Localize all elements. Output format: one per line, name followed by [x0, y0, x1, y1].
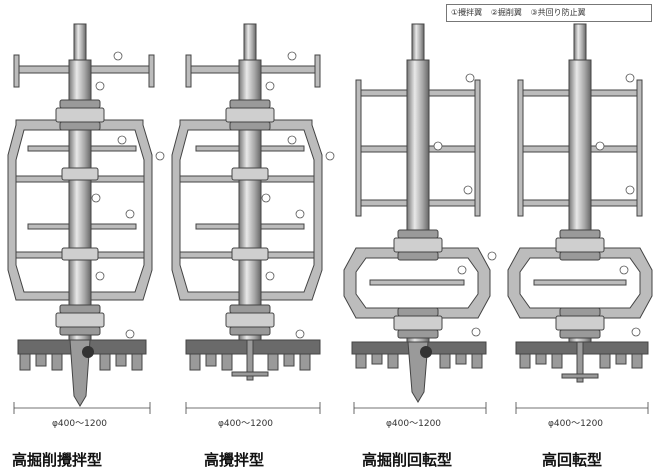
caption-high-rotation: 高回転型 [542, 451, 603, 469]
drilling-tooth [51, 353, 63, 371]
diagram-high-drilling-stirring: φ400～1200 [7, 23, 165, 429]
drilling-tooth [455, 353, 467, 365]
stirring-arm-tip [185, 54, 192, 88]
drilling-tooth [439, 353, 451, 369]
flange [55, 312, 105, 328]
shaft-top [573, 23, 587, 63]
flange [559, 307, 601, 317]
drilling-tooth [131, 353, 143, 371]
stirring-arm-tip [13, 54, 20, 88]
drilling-tooth [189, 353, 201, 371]
flange [559, 229, 601, 239]
drilling-tooth [387, 353, 399, 369]
stirring-arm-tip [314, 54, 321, 88]
drilling-tooth [283, 353, 295, 367]
shaft-top [243, 23, 257, 63]
flange [229, 304, 271, 314]
drilling-tooth [535, 353, 547, 365]
flange [225, 312, 275, 328]
legend-item-drilling-blade: ②掘削翼 [490, 8, 522, 17]
flange [393, 237, 443, 253]
drilling-tooth [35, 353, 47, 367]
dimension-label: φ400～1200 [52, 419, 107, 429]
drilling-tooth [551, 353, 563, 369]
shaft-top [411, 23, 425, 63]
flange [59, 326, 101, 336]
stirring-arm [533, 279, 627, 286]
flange [59, 121, 101, 131]
shaft-top [73, 23, 87, 63]
legend-item-stirring-blade: ①攪拌翼 [451, 8, 483, 17]
flange [559, 251, 601, 261]
legend-box: ①攪拌翼 ②掘削翼 ③共回り防止翼 [446, 4, 652, 22]
drilling-tooth [299, 353, 311, 371]
arm-tip [474, 79, 481, 217]
flange [397, 229, 439, 239]
flange [393, 315, 443, 331]
flange [59, 99, 101, 109]
flange [229, 326, 271, 336]
tip-bar [231, 371, 269, 377]
drilling-tooth [115, 353, 127, 367]
flange [229, 121, 271, 131]
flange [397, 329, 439, 339]
tip-bar [561, 373, 599, 379]
dimension-label: φ400～1200 [386, 419, 441, 429]
flange [555, 237, 605, 253]
drilling-tooth [205, 353, 217, 367]
drilling-tooth [471, 353, 483, 369]
caption-high-drilling-stirring: 高掘削攪拌型 [12, 451, 103, 469]
stirring-arm [369, 279, 465, 286]
center-rod [246, 339, 254, 381]
drilling-tooth [371, 353, 383, 365]
drilling-tooth [267, 353, 279, 371]
diagram-high-rotation: φ400～1200 [507, 23, 653, 429]
flange [555, 315, 605, 331]
drilling-tooth [19, 353, 31, 371]
drilling-tooth [355, 353, 367, 369]
center-rod [576, 341, 584, 383]
drilling-tooth [631, 353, 643, 369]
flange [397, 307, 439, 317]
flange [59, 304, 101, 314]
drill-head [420, 346, 432, 358]
coupling [231, 167, 269, 181]
caption-high-drilling-rotation: 高掘削回転型 [362, 451, 453, 469]
drilling-tooth [519, 353, 531, 369]
diagram-high-stirring: φ400～1200 [171, 23, 335, 429]
dimension-label: φ400～1200 [218, 419, 273, 429]
arm-tip [636, 79, 643, 217]
flange [559, 329, 601, 339]
drilling-tooth [599, 353, 611, 369]
coupling [61, 247, 99, 261]
flange [397, 251, 439, 261]
coupling [61, 167, 99, 181]
caption-high-stirring: 高攪拌型 [204, 451, 265, 469]
arm-tip [517, 79, 524, 217]
legend-item-anti-corotation-blade: ③共回り防止翼 [530, 8, 586, 17]
dimension-label: φ400～1200 [548, 419, 603, 429]
arm-tip [355, 79, 362, 217]
flange [55, 107, 105, 123]
drilling-tooth [615, 353, 627, 365]
stirring-arm-tip [148, 54, 155, 88]
drill-head [82, 346, 94, 358]
flange [225, 107, 275, 123]
drilling-tooth [221, 353, 233, 371]
drilling-tooth [99, 353, 111, 371]
flange [229, 99, 271, 109]
diagram-high-drilling-rotation: φ400～1200 [343, 23, 497, 429]
coupling [231, 247, 269, 261]
